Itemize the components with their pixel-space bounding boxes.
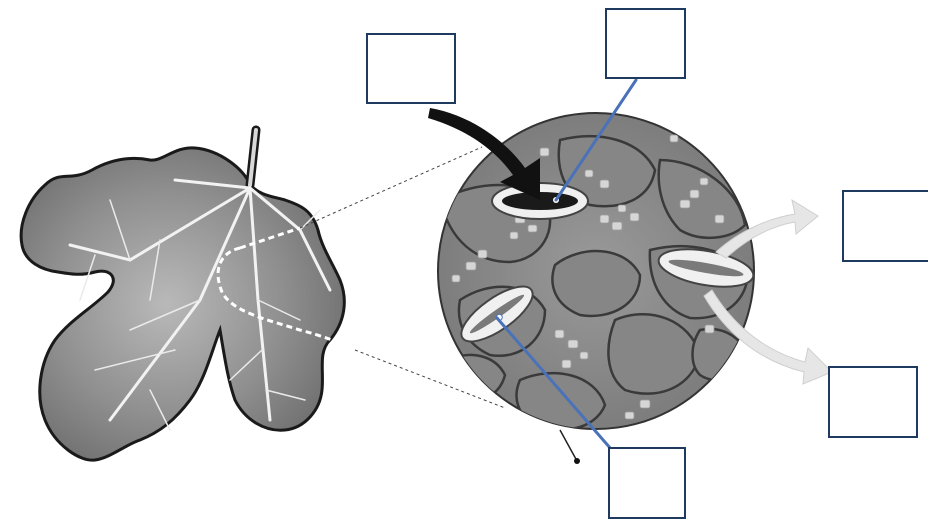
label-box-right-lower[interactable] [828,366,918,438]
dot-pointer [560,430,580,464]
label-box-bottom[interactable] [608,447,686,519]
label-box-top-left[interactable] [366,33,456,104]
label-box-right-upper[interactable] [842,190,928,262]
fig-leaf-icon [21,130,355,460]
label-box-top-center[interactable] [605,8,686,79]
stomata-closeup-icon [438,113,756,430]
